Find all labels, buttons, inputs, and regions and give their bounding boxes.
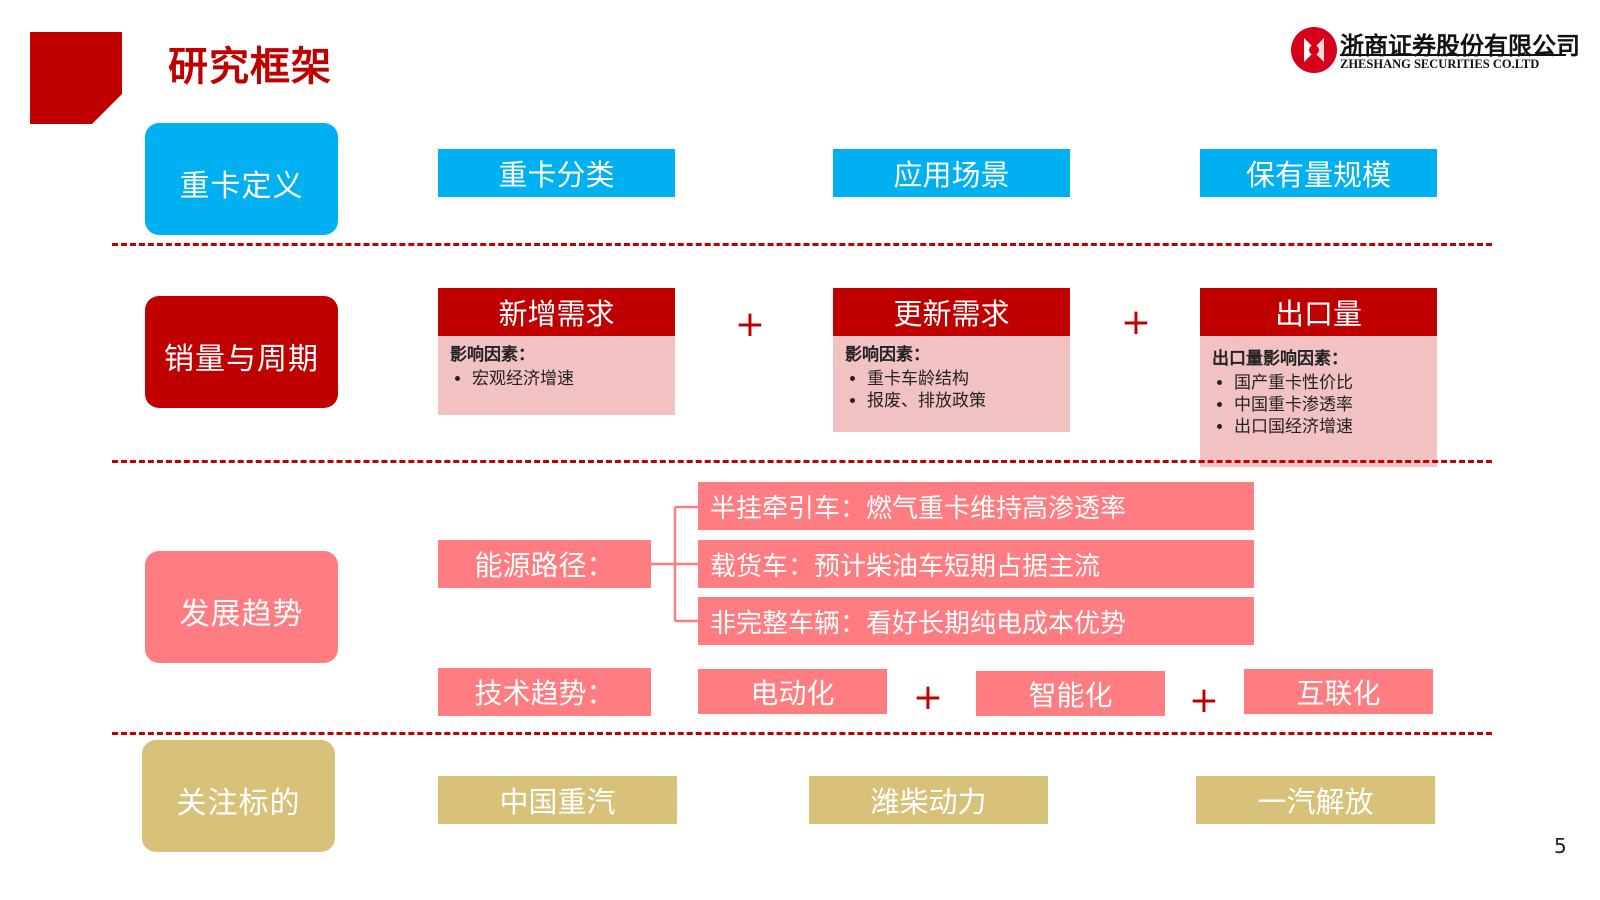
category-definition-label: 重卡定义: [179, 169, 304, 204]
category-focus-targets: 关注标的: [142, 740, 335, 852]
focus-item-weichai: 潍柴动力: [809, 776, 1048, 824]
category-development-trend-label: 发展趋势: [179, 597, 304, 632]
card-export-volume-body: 出口量影响因素： 国产重卡性价比 中国重卡渗透率 出口国经济增速: [1200, 336, 1437, 467]
energy-item-cargo-truck: 载货车：预计柴油车短期占据主流: [698, 540, 1254, 588]
company-name-en: ZHESHANG SECURITIES CO.LTD: [1340, 57, 1540, 71]
definition-item-classification: 重卡分类: [438, 149, 675, 197]
category-sales-cycle-label: 销量与周期: [164, 342, 319, 377]
plus-sign: +: [912, 677, 944, 718]
tech-item-connectivity: 互联化: [1244, 669, 1433, 714]
card-replacement-demand-body: 影响因素： 重卡车龄结构 报废、排放政策: [833, 336, 1070, 432]
card-replacement-demand: 更新需求 影响因素： 重卡车龄结构 报废、排放政策: [833, 288, 1070, 432]
list-item: 国产重卡性价比: [1234, 372, 1425, 394]
list-item: 宏观经济增速: [472, 368, 663, 390]
logo-divider: [1340, 54, 1566, 56]
divider-line-2: [112, 460, 1492, 463]
list-item: 中国重卡渗透率: [1234, 394, 1425, 416]
company-logo-icon: [1291, 27, 1337, 73]
tech-item-electrification: 电动化: [698, 669, 887, 714]
divider-line-3: [112, 732, 1492, 735]
card-new-demand: 新增需求 影响因素： 宏观经济增速: [438, 288, 675, 415]
energy-item-tractor: 半挂牵引车：燃气重卡维持高渗透率: [698, 482, 1254, 530]
plus-sign: +: [734, 304, 766, 345]
factor-label: 影响因素：: [450, 345, 535, 365]
definition-item-fleet-size: 保有量规模: [1200, 149, 1437, 197]
divider-line-1: [112, 243, 1492, 246]
tech-item-intelligence: 智能化: [976, 671, 1165, 716]
tech-trend-label: 技术趋势：: [438, 668, 651, 716]
card-replacement-demand-title: 更新需求: [833, 288, 1070, 336]
card-export-volume-title: 出口量: [1200, 288, 1437, 336]
corner-decoration: [30, 32, 122, 124]
energy-path-label: 能源路径：: [438, 540, 651, 588]
list-item: 重卡车龄结构: [867, 368, 1058, 390]
card-export-volume: 出口量 出口量影响因素： 国产重卡性价比 中国重卡渗透率 出口国经济增速: [1200, 288, 1437, 467]
list-item: 出口国经济增速: [1234, 416, 1425, 438]
category-focus-targets-label: 关注标的: [176, 786, 301, 821]
category-definition: 重卡定义: [145, 123, 338, 235]
category-development-trend: 发展趋势: [145, 551, 338, 663]
definition-item-scenarios: 应用场景: [833, 149, 1070, 197]
company-name-cn: 浙商证券股份有限公司: [1340, 31, 1580, 60]
page-number: 5: [1554, 834, 1567, 858]
page-title: 研究框架: [168, 44, 332, 90]
focus-item-sinotruk: 中国重汽: [438, 776, 677, 824]
plus-sign: +: [1120, 302, 1152, 343]
focus-item-faw-jiefang: 一汽解放: [1196, 776, 1435, 824]
energy-item-incomplete-vehicle: 非完整车辆：看好长期纯电成本优势: [698, 597, 1254, 645]
list-item: 报废、排放政策: [867, 390, 1058, 412]
factor-label: 影响因素：: [845, 345, 930, 365]
factor-label: 出口量影响因素：: [1212, 349, 1348, 369]
card-new-demand-title: 新增需求: [438, 288, 675, 336]
category-sales-cycle: 销量与周期: [145, 296, 338, 408]
energy-branch-connector: [651, 505, 699, 623]
plus-sign: +: [1188, 680, 1220, 721]
card-new-demand-body: 影响因素： 宏观经济增速: [438, 336, 675, 415]
